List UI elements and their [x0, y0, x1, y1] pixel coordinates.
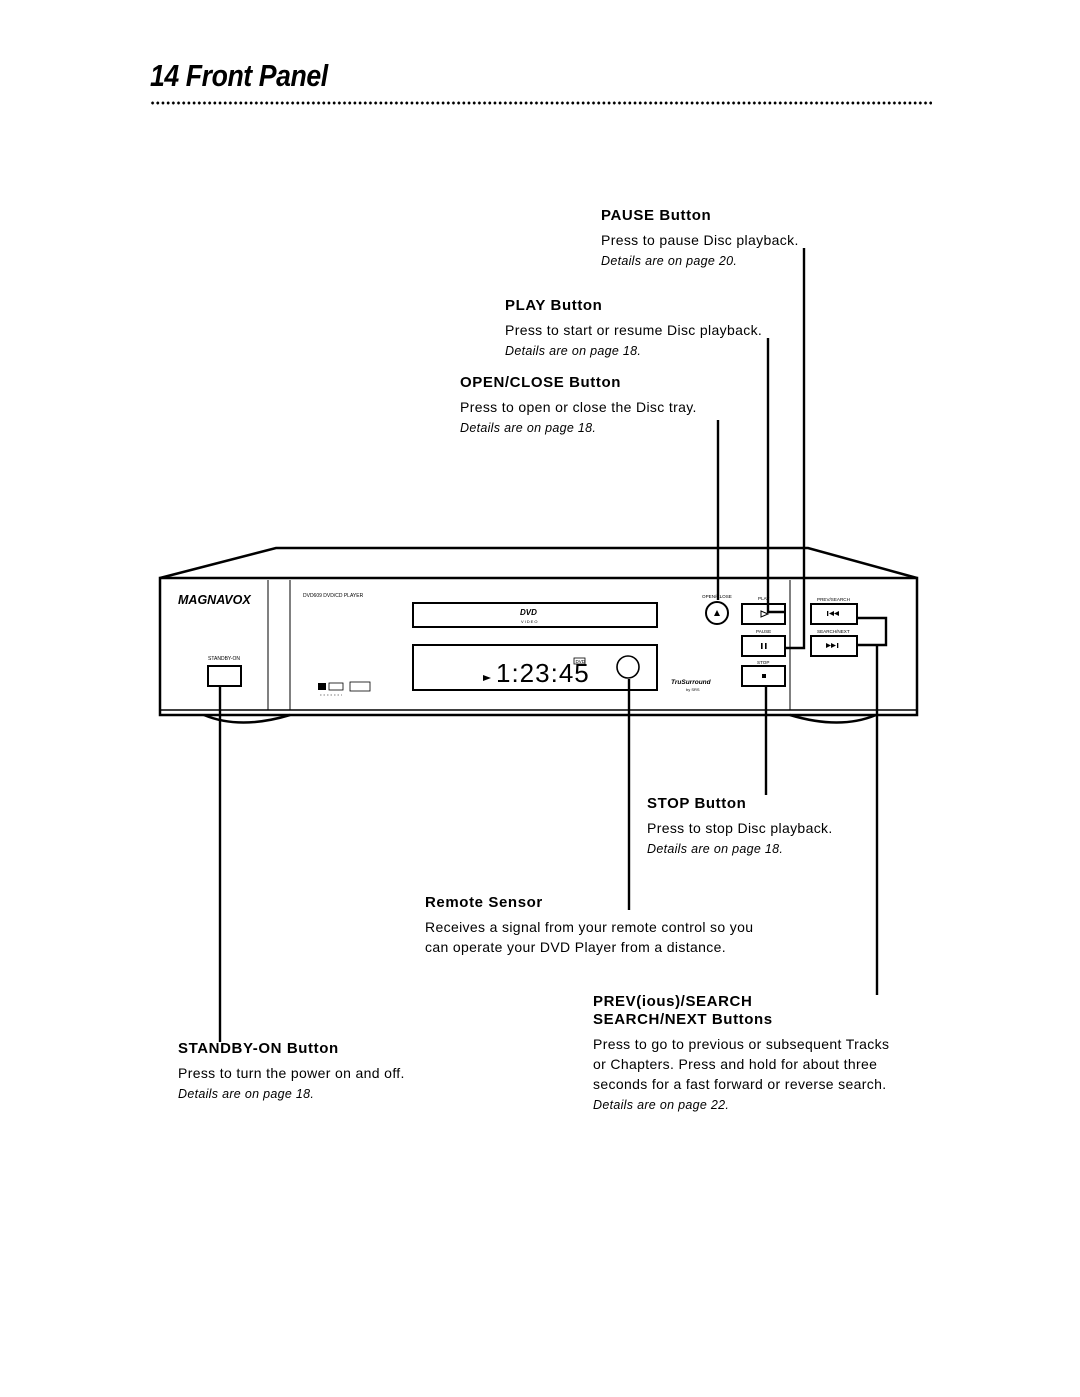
page-number: 14 — [150, 58, 179, 93]
play-icon — [760, 610, 770, 618]
model-label: DVD609 DVD/CD PLAYER — [303, 593, 364, 599]
stop-callout: STOP Button Press to stop Disc playback.… — [647, 795, 833, 858]
open-close-body: Press to open or close the Disc tray. — [460, 399, 697, 415]
dotted-rule — [150, 100, 932, 106]
search-next-label: SEARCH/NEXT — [817, 629, 850, 634]
dvd-logo-sub: VIDEO — [521, 619, 538, 624]
display-time: 1:23:45 — [496, 658, 590, 688]
pause-details: Details are on page 20. — [601, 254, 738, 268]
standby-on-button[interactable] — [207, 665, 242, 687]
trusurround-logo: TruSurround — [671, 679, 712, 686]
open-close-details: Details are on page 18. — [460, 421, 597, 435]
standby-label: STANDBY-ON — [208, 656, 240, 662]
eject-icon — [714, 610, 720, 616]
prev-next-heading-1: PREV(ious)/SEARCH — [593, 993, 753, 1010]
remote-sensor-heading: Remote Sensor — [425, 894, 543, 911]
display-dvd-badge: DVD — [576, 659, 586, 664]
play-details: Details are on page 18. — [505, 344, 642, 358]
prev-next-heading-2: SEARCH/NEXT Buttons — [593, 1011, 773, 1028]
play-button[interactable] — [741, 603, 786, 625]
pause-heading: PAUSE Button — [601, 207, 712, 224]
play-label: PLAY — [758, 596, 769, 601]
prev-icon — [827, 611, 839, 616]
pause-callout: PAUSE Button Press to pause Disc playbac… — [601, 207, 799, 270]
play-heading: PLAY Button — [505, 297, 603, 314]
disc-tray — [412, 602, 658, 628]
remote-sensor-body-1: Receives a signal from your remote contr… — [425, 919, 754, 935]
prev-next-body-2: or Chapters. Press and hold for about th… — [593, 1056, 878, 1072]
page-heading: Front Panel — [185, 58, 328, 93]
play-body: Press to start or resume Disc playback. — [505, 322, 763, 338]
stop-details: Details are on page 18. — [647, 842, 784, 856]
prev-next-details: Details are on page 22. — [593, 1098, 730, 1112]
pause-icon — [761, 643, 763, 649]
pause-body: Press to pause Disc playback. — [601, 232, 799, 248]
next-icon — [826, 643, 839, 648]
right-foot — [789, 713, 877, 724]
standby-details: Details are on page 18. — [178, 1087, 315, 1101]
play-leader — [766, 338, 786, 614]
prev-next-bracket — [857, 616, 888, 647]
prev-next-callout: PREV(ious)/SEARCH SEARCH/NEXT Buttons Pr… — [593, 993, 889, 1114]
stop-icon — [762, 674, 766, 678]
standby-heading: STANDBY-ON Button — [178, 1040, 339, 1057]
stop-label: STOP — [757, 660, 769, 665]
prev-next-body-3: seconds for a fast forward or reverse se… — [593, 1076, 887, 1092]
remote-sensor-callout: Remote Sensor Receives a signal from you… — [425, 894, 753, 957]
leader-lines — [218, 248, 888, 1042]
remote-sensor-body-2: can operate your DVD Player from a dista… — [425, 939, 726, 955]
page-title: 14 Front Panel — [150, 58, 328, 94]
pause-leader — [786, 248, 806, 650]
stop-body: Press to stop Disc playback. — [647, 820, 833, 836]
trusurround-by: by SRS — [686, 687, 700, 692]
prev-next-body-1: Press to go to previous or subsequent Tr… — [593, 1036, 890, 1052]
left-foot — [203, 713, 291, 724]
prev-search-label: PREV/SEARCH — [817, 597, 850, 602]
standby-callout: STANDBY-ON Button Press to turn the powe… — [178, 1040, 405, 1103]
remote-sensor — [616, 655, 640, 679]
pause-label: PAUSE — [756, 629, 771, 634]
pause-button[interactable] — [741, 635, 786, 657]
play-indicator-icon — [483, 675, 491, 681]
standby-body: Press to turn the power on and off. — [178, 1065, 405, 1081]
stop-heading: STOP Button — [647, 795, 747, 812]
brand-logo: MAGNAVOX — [178, 593, 251, 607]
open-close-callout: OPEN/CLOSE Button Press to open or close… — [460, 374, 697, 437]
dvd-logo: DVD — [520, 608, 537, 617]
play-callout: PLAY Button Press to start or resume Dis… — [505, 297, 762, 360]
open-close-heading: OPEN/CLOSE Button — [460, 374, 622, 391]
